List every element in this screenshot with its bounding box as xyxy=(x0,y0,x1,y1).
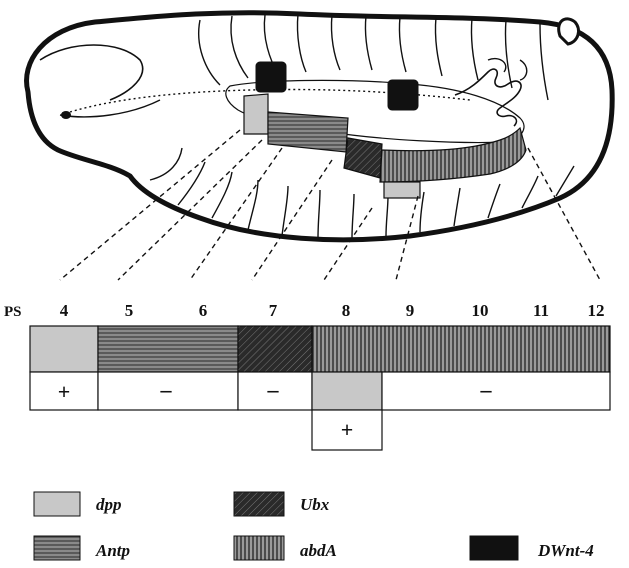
legend-label-antp: Antp xyxy=(95,541,130,560)
sign-ps4: + xyxy=(58,379,71,404)
bar-ubx-ps7 xyxy=(238,326,312,372)
band-dpp-anterior xyxy=(244,94,268,134)
sign-row: + – – – + xyxy=(30,372,610,450)
sign-ps7: – xyxy=(267,377,280,402)
head-spot xyxy=(61,111,71,119)
segment-label-11: 11 xyxy=(533,301,549,320)
bar-dpp-ps4 xyxy=(30,326,98,372)
legend: dpp Ubx Antp abdA DWnt-4 xyxy=(34,492,594,560)
legend-swatch-dpp xyxy=(34,492,80,516)
segment-label-7: 7 xyxy=(269,301,278,320)
segment-label-9: 9 xyxy=(406,301,415,320)
legend-label-abda: abdA xyxy=(300,541,337,560)
segment-label-6: 6 xyxy=(199,301,208,320)
sign-ps9-12: – xyxy=(480,377,493,402)
segment-label-12: 12 xyxy=(588,301,605,320)
legend-swatch-abda xyxy=(234,536,284,560)
expression-bar xyxy=(30,326,610,372)
embryo-illustration xyxy=(27,13,613,240)
legend-swatch-dwnt4 xyxy=(470,536,518,560)
ps-label: PS xyxy=(4,304,22,320)
bar-abda-ps8-12 xyxy=(312,326,610,372)
ps-label-row: PS 4 5 6 7 8 9 10 11 12 xyxy=(4,301,605,320)
legend-label-dwnt4: DWnt-4 xyxy=(537,541,594,560)
band-dpp-posterior xyxy=(384,182,420,198)
dwnt4-block-anterior xyxy=(256,62,286,92)
segment-label-10: 10 xyxy=(472,301,489,320)
legend-swatch-ubx xyxy=(234,492,284,516)
bar-antp-ps5-6 xyxy=(98,326,238,372)
sign-ps5-6: – xyxy=(160,377,173,402)
segment-label-5: 5 xyxy=(125,301,134,320)
sign-cell-ps9-12 xyxy=(382,372,610,410)
legend-swatch-antp xyxy=(34,536,80,560)
sign-ps8: + xyxy=(341,417,354,442)
dwnt4-block-posterior xyxy=(388,80,418,110)
sign-cell-ps8-dpp xyxy=(312,372,382,410)
legend-label-ubx: Ubx xyxy=(300,495,330,514)
segment-label-4: 4 xyxy=(60,301,69,320)
legend-label-dpp: dpp xyxy=(96,495,122,514)
segment-label-8: 8 xyxy=(342,301,351,320)
